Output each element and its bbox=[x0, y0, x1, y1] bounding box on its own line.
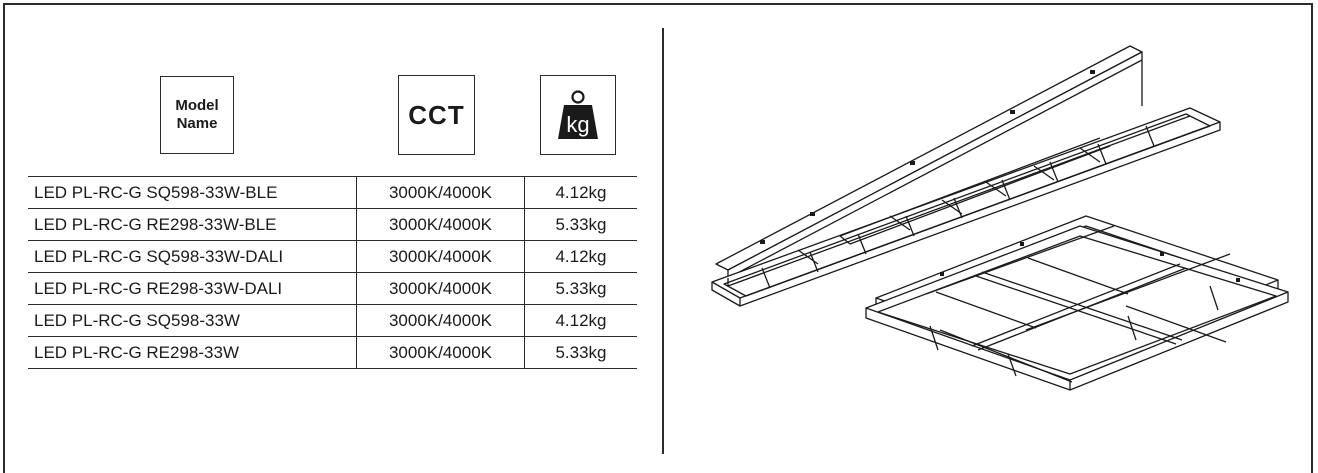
cct-label: CCT bbox=[408, 99, 465, 130]
model-cell: LED PL-RC-G SQ598-33W-DALI bbox=[28, 240, 357, 273]
model-name-label: Model Name bbox=[175, 97, 219, 132]
table-row: LED PL-RC-G RE298-33W-DALI 3000K/4000K 5… bbox=[28, 272, 637, 305]
cct-cell: 3000K/4000K bbox=[356, 240, 525, 273]
table-row: LED PL-RC-G SQ598-33W 3000K/4000K 4.12kg bbox=[28, 304, 637, 337]
linear-luminaire-drawing bbox=[711, 45, 1221, 307]
table-row: LED PL-RC-G SQ598-33W-BLE 3000K/4000K 4.… bbox=[28, 176, 637, 209]
model-cell: LED PL-RC-G RE298-33W-BLE bbox=[28, 208, 357, 241]
weight-cell: 4.12kg bbox=[524, 240, 637, 273]
weight-unit-text: kg bbox=[566, 112, 589, 137]
weight-cell: 5.33kg bbox=[524, 272, 637, 305]
panel-divider bbox=[662, 28, 664, 454]
table-row: LED PL-RC-G SQ598-33W-DALI 3000K/4000K 4… bbox=[28, 240, 637, 273]
model-name-header: Model Name bbox=[160, 76, 234, 154]
luminaire-drawing bbox=[711, 45, 1289, 391]
weight-header: kg bbox=[540, 75, 616, 155]
cct-cell: 3000K/4000K bbox=[356, 176, 525, 209]
weight-cell: 4.12kg bbox=[524, 304, 637, 337]
cct-cell: 3000K/4000K bbox=[356, 208, 525, 241]
weight-icon: kg bbox=[558, 90, 598, 139]
weight-cell: 5.33kg bbox=[524, 208, 637, 241]
cct-cell: 3000K/4000K bbox=[356, 336, 525, 369]
spec-table: LED PL-RC-G SQ598-33W-BLE 3000K/4000K 4.… bbox=[28, 176, 637, 369]
cct-cell: 3000K/4000K bbox=[356, 272, 525, 305]
model-cell: LED PL-RC-G RE298-33W-DALI bbox=[28, 272, 357, 305]
panel-luminaire-drawing bbox=[865, 215, 1289, 391]
model-cell: LED PL-RC-G RE298-33W bbox=[28, 336, 357, 369]
cct-cell: 3000K/4000K bbox=[356, 304, 525, 337]
model-cell: LED PL-RC-G SQ598-33W bbox=[28, 304, 357, 337]
cct-header: CCT bbox=[398, 75, 475, 155]
weight-cell: 5.33kg bbox=[524, 336, 637, 369]
model-cell: LED PL-RC-G SQ598-33W-BLE bbox=[28, 176, 357, 209]
table-row: LED PL-RC-G RE298-33W-BLE 3000K/4000K 5.… bbox=[28, 208, 637, 241]
weight-cell: 4.12kg bbox=[524, 176, 637, 209]
table-row: LED PL-RC-G RE298-33W 3000K/4000K 5.33kg bbox=[28, 336, 637, 369]
